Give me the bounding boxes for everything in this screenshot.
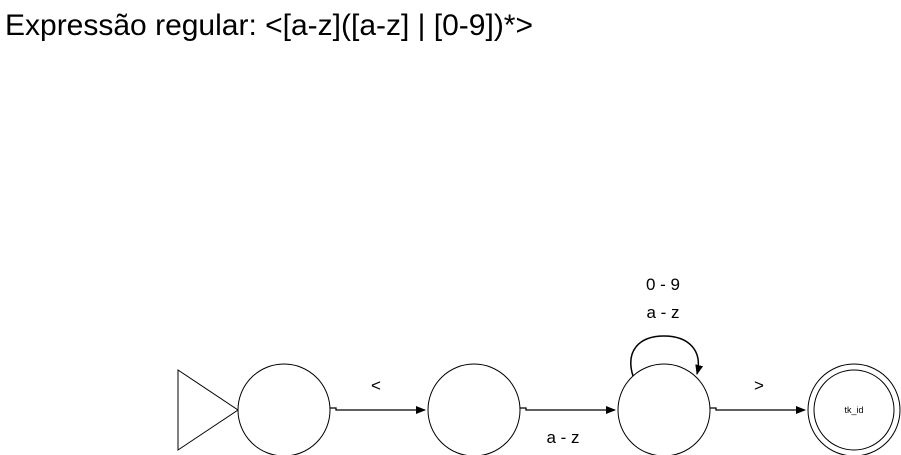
transition-q2-q3: [710, 406, 806, 414]
start-marker: [177, 369, 239, 451]
state-q2: [617, 363, 711, 455]
transition-q0-q1: [330, 406, 426, 414]
transition-q0-q1-label: <: [371, 376, 381, 395]
transition-q2-loop-label-line1: 0 - 9: [646, 275, 680, 294]
transition-q2-loop-label-line2: a - z: [646, 303, 679, 322]
state-q3-inner: [813, 369, 895, 451]
transition-q1-q2-label: a - z: [546, 428, 579, 447]
diagram-title: Expressão regular: <[a-z]([a-z] | [0-9])…: [5, 9, 534, 42]
transition-q2-loop: [630, 335, 704, 377]
transition-q1-q2: [520, 406, 616, 414]
state-q1: [427, 363, 521, 455]
state-q3-label: tk_id: [844, 405, 863, 415]
state-q0: [237, 363, 331, 455]
transition-q2-q3-label: >: [754, 376, 764, 395]
